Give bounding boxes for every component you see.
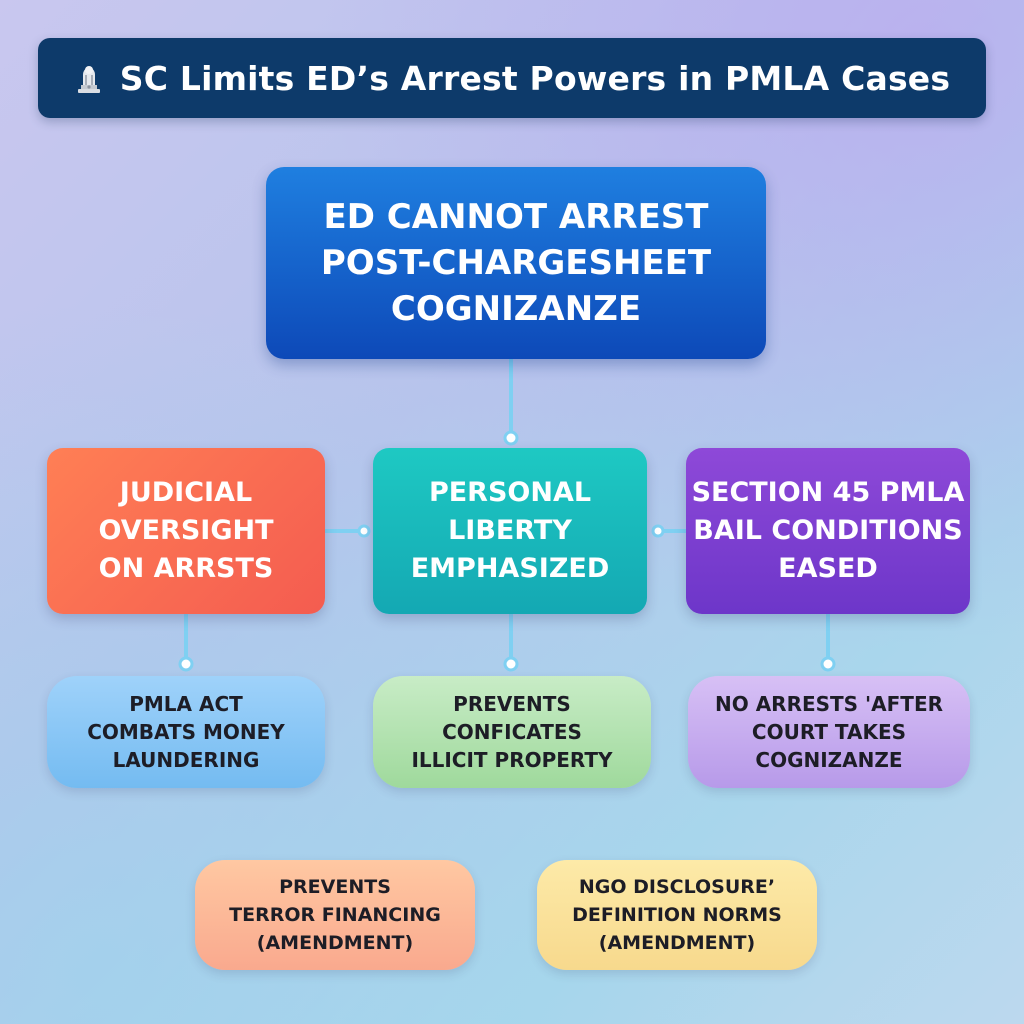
- branch-node-label: PERSONAL LIBERTY EMPHASIZED: [410, 477, 610, 584]
- page-title: SC Limits ED’s Arrest Powers in PMLA Cas…: [119, 58, 951, 98]
- sub-node-label: PMLA ACT COMBATS MONEY LAUNDERING: [87, 692, 285, 772]
- footer-node-ngo-disclosure: NGO DISCLOSURE’ DEFINITION NORMS (AMENDM…: [537, 860, 817, 970]
- sub-node-label: PREVENTS CONFICATES ILLICIT PROPERTY: [411, 692, 613, 772]
- branch-node-section-45: SECTION 45 PMLA BAIL CONDITIONS EASED: [686, 448, 970, 614]
- footer-node-label: NGO DISCLOSURE’ DEFINITION NORMS (AMENDM…: [572, 876, 782, 954]
- footer-node-terror-financing: PREVENTS TERROR FINANCING (AMENDMENT): [195, 860, 475, 970]
- sub-node-label: NO ARRESTS 'AFTER COURT TAKES COGNIZANZE: [714, 692, 944, 772]
- sub-node-no-arrests: NO ARRESTS 'AFTER COURT TAKES COGNIZANZE: [688, 676, 970, 788]
- sub-node-prevents-conficates: PREVENTS CONFICATES ILLICIT PROPERTY: [373, 676, 651, 788]
- connector-dot: [357, 524, 371, 538]
- connector-dot: [503, 430, 519, 446]
- connector-dot: [820, 656, 836, 672]
- main-node: ED CANNOT ARREST POST-CHARGESHEET COGNIZ…: [266, 167, 766, 359]
- connector-dot: [651, 524, 665, 538]
- footer-node-label: PREVENTS TERROR FINANCING (AMENDMENT): [229, 876, 441, 954]
- branch-node-label: JUDICIAL OVERSIGHT ON ARRSTS: [98, 477, 274, 584]
- branch-node-personal-liberty: PERSONAL LIBERTY EMPHASIZED: [373, 448, 647, 614]
- branch-node-label: SECTION 45 PMLA BAIL CONDITIONS EASED: [691, 477, 965, 584]
- emblem-icon: [74, 61, 104, 95]
- branch-node-judicial-oversight: JUDICIAL OVERSIGHT ON ARRSTS: [47, 448, 325, 614]
- main-node-label: ED CANNOT ARREST POST-CHARGESHEET COGNIZ…: [320, 197, 712, 329]
- title-banner: SC Limits ED’s Arrest Powers in PMLA Cas…: [38, 38, 986, 118]
- sub-node-pmla-act: PMLA ACT COMBATS MONEY LAUNDERING: [47, 676, 325, 788]
- connector-dot: [503, 656, 519, 672]
- connector-dot: [178, 656, 194, 672]
